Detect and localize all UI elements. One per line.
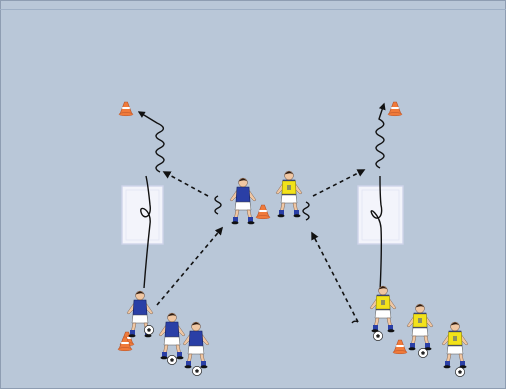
ball-yellow-2 [417, 347, 429, 359]
dribble-to-top-left-cone [137, 111, 165, 173]
dribble-to-top-right-cone [375, 102, 386, 169]
ball-blue-3 [191, 365, 203, 377]
dribble-bottom-right-tail [351, 320, 359, 324]
pass-bottom-right-to-center [311, 231, 359, 323]
dribble-center-left-start [214, 195, 222, 215]
run-left-behind-goal [140, 175, 151, 289]
ball-yellow-3 [454, 366, 466, 378]
dribble-center-right-start [302, 201, 310, 221]
run-right-behind-goal [370, 175, 383, 293]
ball-blue-2 [166, 354, 178, 366]
pass-center-to-top-left [162, 171, 209, 197]
ball-blue-1 [143, 324, 155, 336]
pass-bottom-left-to-center [156, 226, 224, 306]
ball-yellow-1 [372, 330, 384, 342]
pass-center-to-top-right [312, 169, 366, 197]
